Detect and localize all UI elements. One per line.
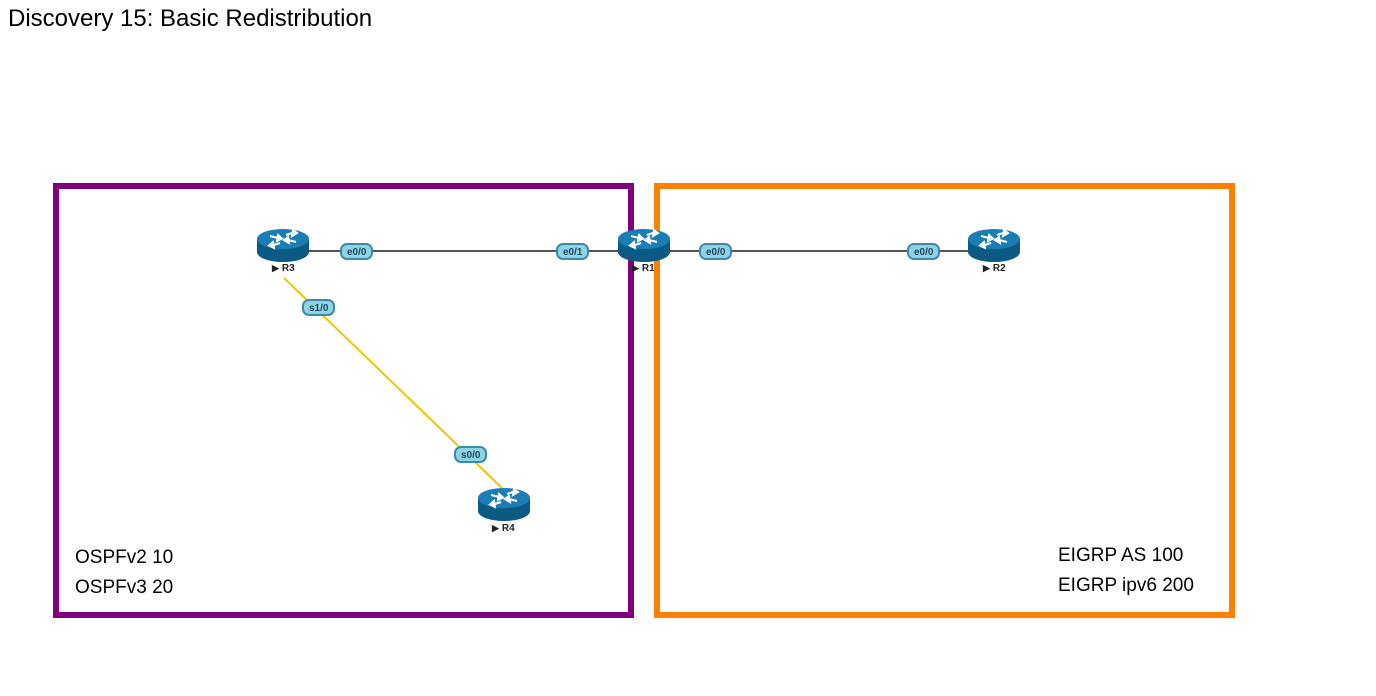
router-icon [478,487,530,521]
router-icon [618,228,670,262]
eigrp-zone [654,183,1235,618]
page-title: Discovery 15: Basic Redistribution [8,5,373,32]
router-r2[interactable] [967,226,1021,264]
router-r2-label: ▶R2 [983,263,1006,274]
iface-r3-s1-0[interactable]: s1/0 [302,299,336,316]
router-r3[interactable] [256,226,310,264]
ospf-zone-label-v3: OSPFv3 20 [75,577,174,598]
router-r1-label: ▶R1 [632,263,655,274]
play-icon: ▶ [492,523,499,533]
router-icon [257,228,309,262]
eigrp-zone-label-as: EIGRP AS 100 [1058,545,1184,566]
iface-r3-e0-0[interactable]: e0/0 [340,243,374,260]
iface-r2-e0-0[interactable]: e0/0 [907,243,941,260]
router-r4-label: ▶R4 [492,523,515,534]
router-icon [968,228,1020,262]
router-r3-label: ▶R3 [272,263,295,274]
iface-r1-e0-0[interactable]: e0/0 [699,243,733,260]
play-icon: ▶ [632,263,639,273]
eigrp-zone-label-ipv6: EIGRP ipv6 200 [1058,575,1194,596]
router-r1[interactable] [617,226,671,264]
play-icon: ▶ [272,263,279,273]
ospf-zone [53,183,634,618]
play-icon: ▶ [983,263,990,273]
router-r4[interactable] [477,485,531,523]
ospf-zone-label-v2: OSPFv2 10 [75,547,174,568]
iface-r1-e0-1[interactable]: e0/1 [556,243,590,260]
iface-r4-s0-0[interactable]: s0/0 [454,446,488,463]
